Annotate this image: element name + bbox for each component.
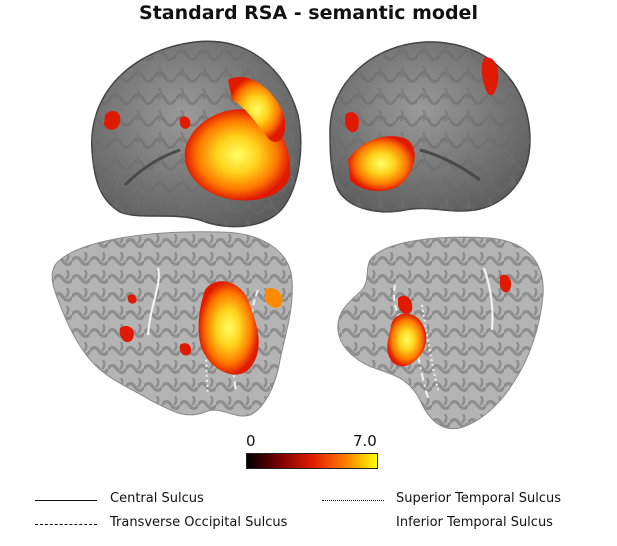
left-lateral-brain xyxy=(91,40,302,228)
right-lateral-brain xyxy=(329,41,531,213)
right-flat-map xyxy=(337,236,544,430)
legend-line-solid xyxy=(35,500,97,501)
legend-superior-temporal-sulcus: Superior Temporal Sulcus xyxy=(396,491,562,506)
legend-inferior-temporal-sulcus: Inferior Temporal Sulcus xyxy=(396,515,553,530)
legend-line-dashed xyxy=(35,524,97,525)
figure-title: Standard RSA - semantic model xyxy=(139,2,478,24)
legend-central-sulcus: Central Sulcus xyxy=(110,491,204,506)
left-flat-map xyxy=(51,231,293,417)
colorbar-max-label: 7.0 xyxy=(353,432,377,450)
colorbar-min-label: 0 xyxy=(246,432,256,450)
colorbar xyxy=(246,453,378,469)
legend-line-dotted xyxy=(322,500,384,501)
legend-transverse-occipital-sulcus: Transverse Occipital Sulcus xyxy=(110,515,288,530)
